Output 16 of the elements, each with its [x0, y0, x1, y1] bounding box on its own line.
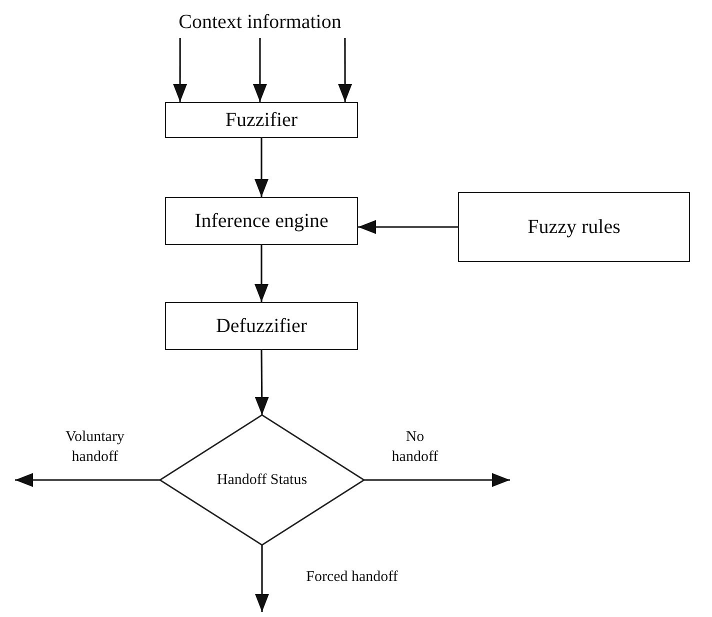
arrow: [338, 38, 352, 102]
arrow: [15, 473, 160, 487]
arrow: [358, 220, 458, 234]
process-box: Inference engine: [165, 197, 358, 245]
arrow: [254, 138, 268, 197]
decision-label: Handoff Status: [216, 472, 308, 488]
arrow: [364, 473, 510, 487]
arrow: [252, 38, 267, 102]
input-label: Context information: [140, 6, 380, 38]
arrow: [254, 245, 268, 302]
arrow: [254, 350, 269, 415]
process-box: Defuzzifier: [165, 302, 358, 350]
arrow: [255, 545, 269, 612]
process-box: Fuzzy rules: [458, 192, 690, 262]
arrow: [173, 38, 188, 102]
process-box: Fuzzifier: [165, 102, 358, 138]
